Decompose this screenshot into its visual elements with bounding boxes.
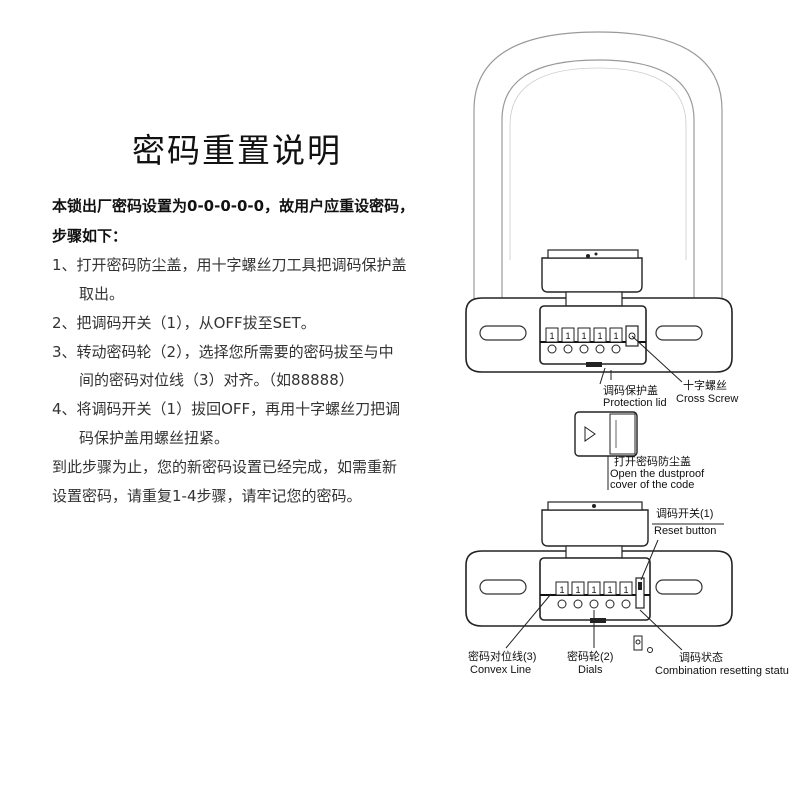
step-3-line-2: 间的密码对位线（3）对齐。（如88888） — [79, 371, 354, 389]
dials-label-en: Dials — [578, 664, 603, 676]
lock-body-bottom — [465, 501, 733, 627]
dial-digit-top-2: 1 — [565, 331, 570, 341]
dials-label-cn: 密码轮(2) — [567, 651, 614, 663]
step-1-line-2: 取出。 — [79, 285, 125, 303]
resetting-state-label-cn: 调码状态 — [679, 652, 723, 664]
intro-line-2: 步骤如下： — [52, 227, 128, 245]
intro-line-1: 本锁出厂密码设置为0-0-0-0-0，故用户应重设密码， — [52, 197, 415, 215]
page-title: 密码重置说明 — [132, 131, 342, 170]
step-1-line-1: 1、打开密码防尘盖，用十字螺丝刀工具把调码保护盖 — [52, 256, 407, 274]
resetting-state-label-en: Combination resetting statu — [655, 665, 789, 677]
dustproof-label-en-2: cover of the code — [610, 479, 695, 491]
convex-line-label-en: Convex Line — [470, 664, 532, 676]
dial-digit-bottom-4: 1 — [607, 585, 612, 595]
step-3-line-1: 3、转动密码轮（2），选择您所需要的密码拔至与中 — [52, 343, 394, 361]
outro-line-2: 设置密码，请重复1-4步骤，请牢记您的密码。 — [52, 487, 362, 505]
protection-lid-part — [574, 411, 638, 457]
dial-digit-top-4: 1 — [597, 331, 602, 341]
cross-screw-label-cn: 十字螺丝 — [683, 380, 727, 392]
dial-digit-bottom-2: 1 — [575, 585, 580, 595]
step-2-line-1: 2、把调码开关（1），从OFF拔至SET。 — [52, 314, 316, 332]
protection-lid-label-en: Protection lid — [603, 397, 667, 409]
step-4-line-2: 码保护盖用螺丝扭紧。 — [79, 429, 230, 447]
reset-button-label-en: Reset button — [654, 525, 717, 537]
cross-screw-label-en: Cross Screw — [676, 393, 739, 405]
outro-line-1: 到此步骤为止，您的新密码设置已经完成，如需重新 — [52, 458, 398, 476]
dial-digit-top-3: 1 — [581, 331, 586, 341]
dial-digit-bottom-5: 1 — [623, 585, 628, 595]
dial-digit-bottom-3: 1 — [591, 585, 596, 595]
dial-digit-top-1: 1 — [549, 331, 554, 341]
dustproof-label-en-1: Open the dustproof — [610, 468, 705, 480]
dustproof-label-cn: 打开密码防尘盖 — [614, 456, 691, 468]
convex-line-label-cn: 密码对位线(3) — [468, 651, 537, 663]
reset-button-label-cn: 调码开关(1) — [656, 508, 714, 520]
step-4-line-1: 4、将调码开关（1）拔回OFF，再用十字螺丝刀把调 — [52, 400, 401, 418]
lock-shackle — [473, 31, 723, 300]
dial-digit-bottom-1: 1 — [559, 585, 564, 595]
dial-digit-top-5: 1 — [613, 331, 618, 341]
lock-body-top — [465, 249, 733, 373]
protection-lid-label-cn: 调码保护盖 — [603, 385, 658, 397]
